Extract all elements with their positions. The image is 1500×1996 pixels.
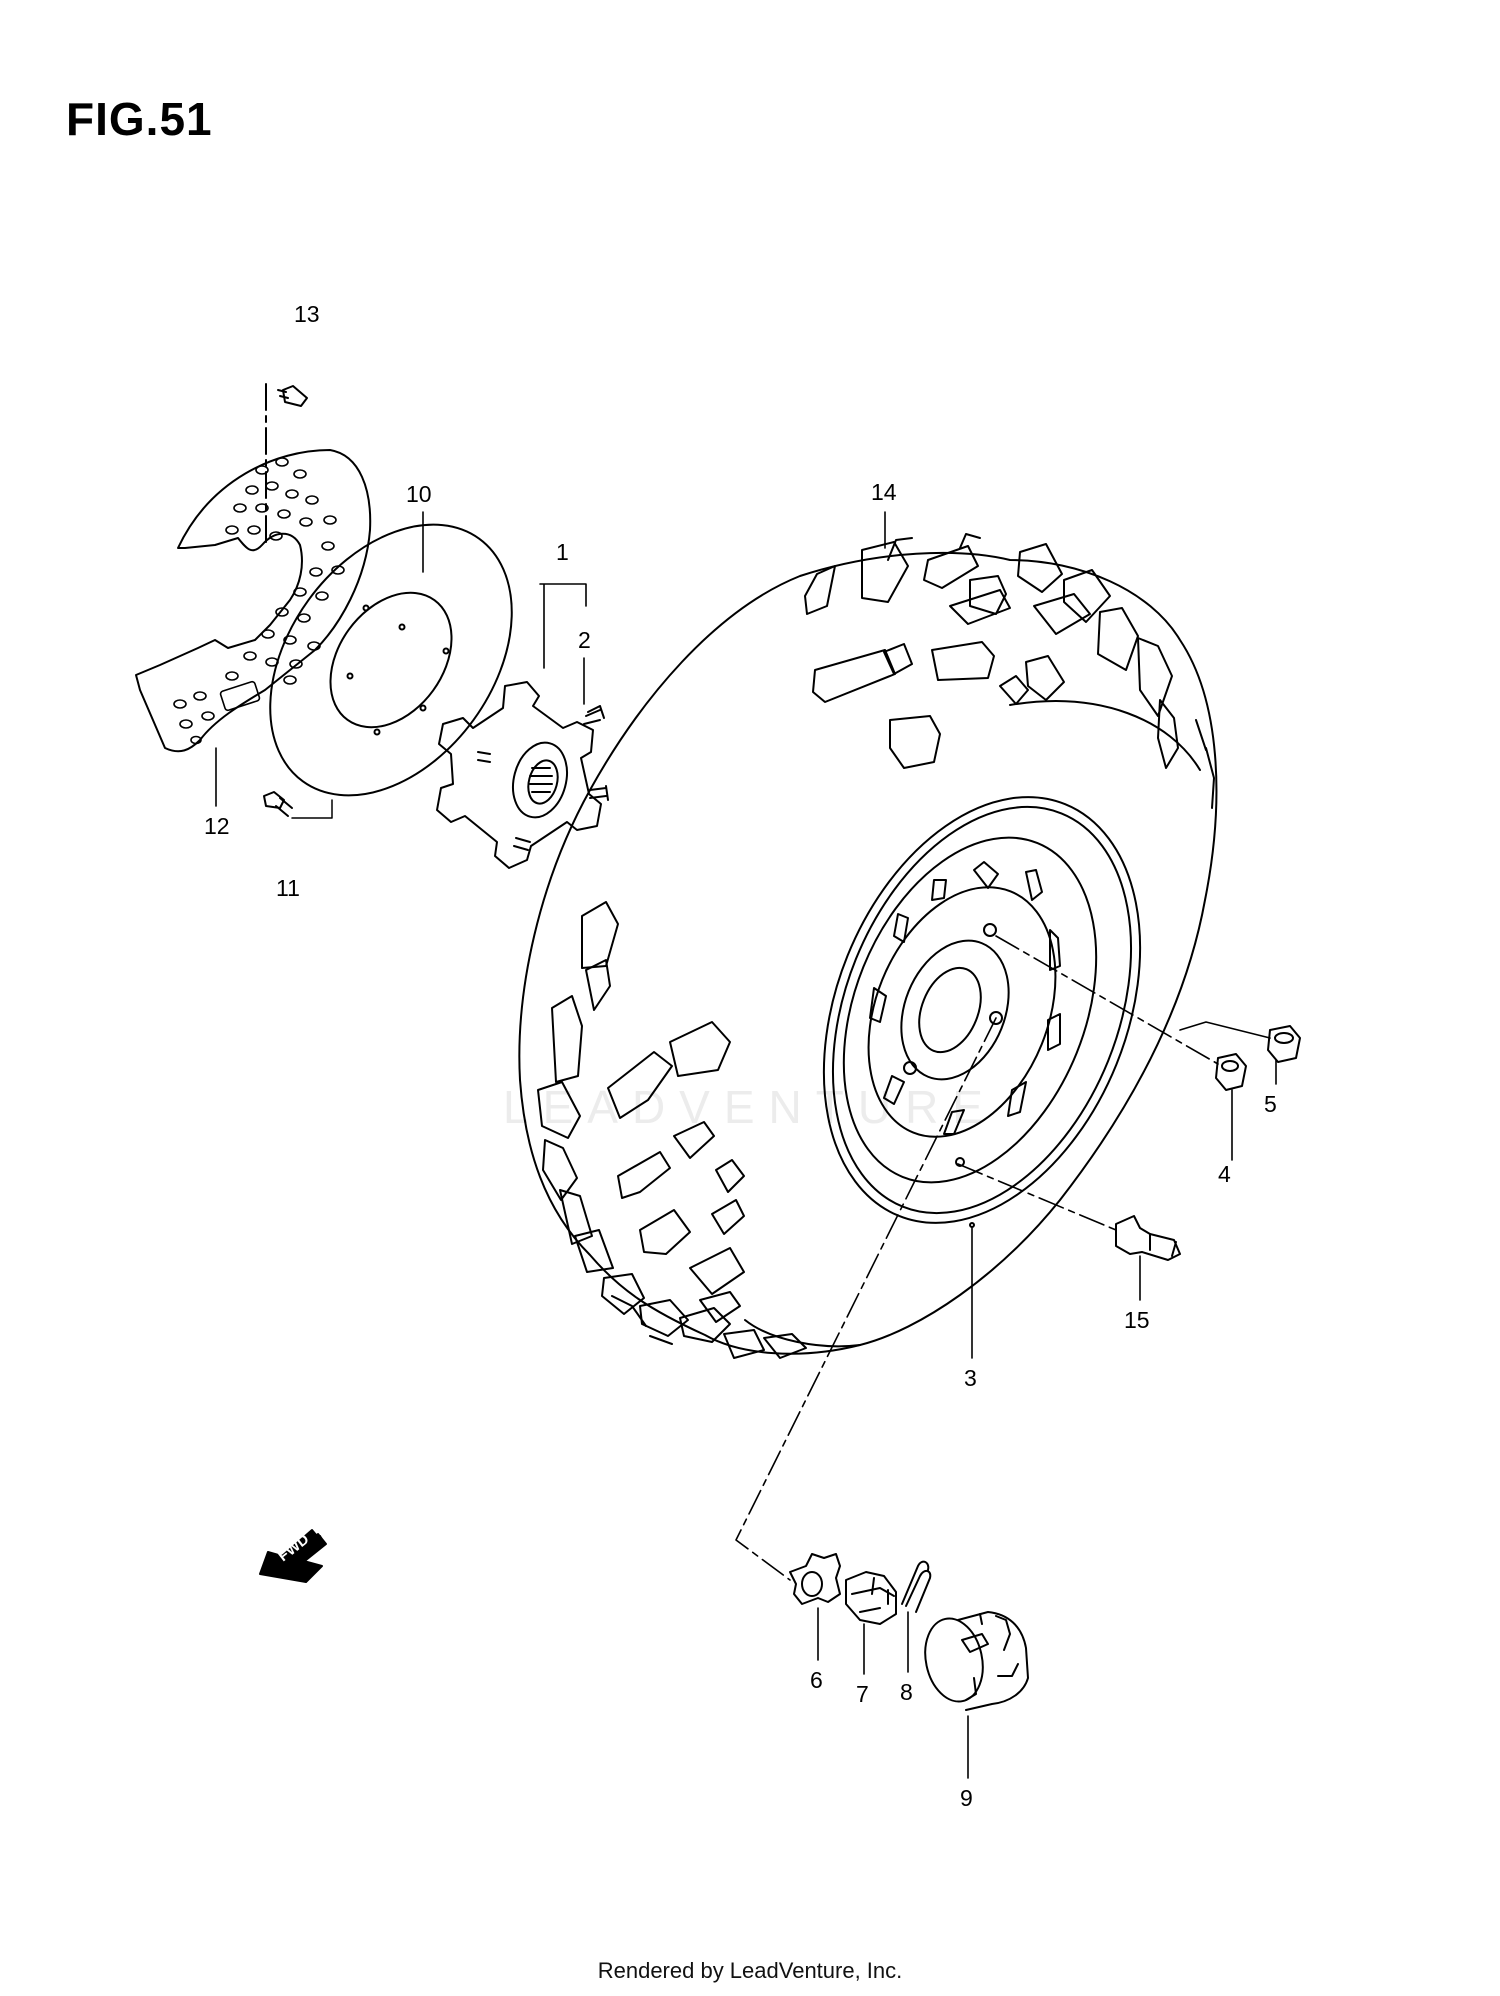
- footer-credit: Rendered by LeadVenture, Inc.: [597, 1958, 903, 1983]
- valve-leader: [957, 1163, 1117, 1231]
- bolt-11-leader: [291, 799, 333, 819]
- hub-bracket: [539, 583, 587, 669]
- callout-4: 4: [1218, 1161, 1231, 1187]
- callout-10: 10: [406, 481, 432, 507]
- brake-disc-part: [269, 523, 513, 797]
- callout-1: 1: [556, 539, 569, 565]
- nut-4-part: [1215, 1053, 1247, 1091]
- callout-3: 3: [964, 1365, 977, 1391]
- callout-5: 5: [1264, 1091, 1277, 1117]
- callout-12: 12: [204, 813, 230, 839]
- callout-7: 7: [856, 1681, 869, 1707]
- hub-cap-part: [924, 1611, 1029, 1711]
- callout-11: 11: [276, 875, 300, 901]
- fwd-arrow-icon: [259, 1529, 327, 1583]
- callout-6: 6: [810, 1667, 823, 1693]
- nut-5-part: [1267, 1025, 1301, 1063]
- callout-2: 2: [578, 627, 591, 653]
- figure-title: FIG.51: [66, 93, 213, 145]
- callout-14: 14: [871, 479, 897, 505]
- washer-part: [789, 1553, 841, 1605]
- callout-9: 9: [960, 1785, 973, 1811]
- cotter-pin-part: [901, 1560, 932, 1613]
- nut-leader: [995, 935, 1219, 1065]
- callout-8: 8: [900, 1679, 913, 1705]
- tire-part: [518, 533, 1218, 1359]
- bolt-11-part: [263, 791, 293, 817]
- castle-nut-part: [845, 1571, 897, 1625]
- bolt-13-part: [277, 385, 308, 407]
- callout-15: 15: [1124, 1307, 1150, 1333]
- axle-leader: [735, 1017, 997, 1581]
- callout-13: 13: [294, 301, 320, 327]
- valve-part: [1115, 1215, 1181, 1261]
- hub-part: [436, 681, 609, 869]
